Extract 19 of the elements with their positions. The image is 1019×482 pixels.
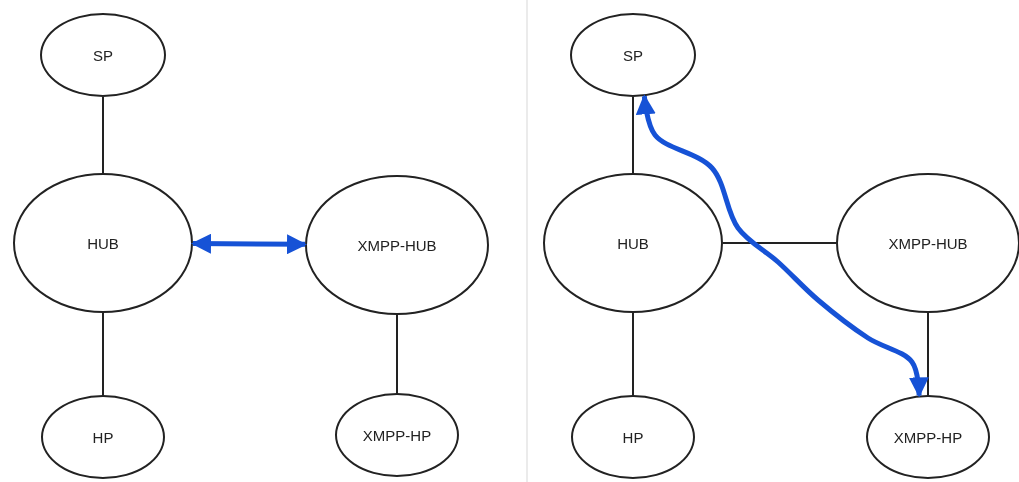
connector-line: [102, 96, 104, 174]
connector-line: [102, 312, 104, 396]
arrow: [191, 233, 307, 255]
connector-line: [396, 314, 398, 394]
node-label: HP: [622, 428, 644, 446]
node-label: XMPP-HUB: [888, 234, 968, 252]
connector-line: [927, 312, 929, 396]
node-label: SP: [93, 46, 113, 64]
node-label: SP: [623, 46, 643, 64]
node-label: HUB: [617, 234, 649, 252]
node-label: XMPP-HP: [893, 428, 963, 446]
node-label: HP: [92, 428, 114, 446]
node-label: HUB: [87, 234, 119, 252]
connector-line: [632, 312, 634, 396]
node-label: XMPP-HP: [362, 426, 432, 444]
node-label: XMPP-HUB: [357, 236, 437, 254]
connector-line: [632, 96, 634, 174]
arrow: [635, 94, 929, 398]
connector-line: [722, 242, 837, 244]
